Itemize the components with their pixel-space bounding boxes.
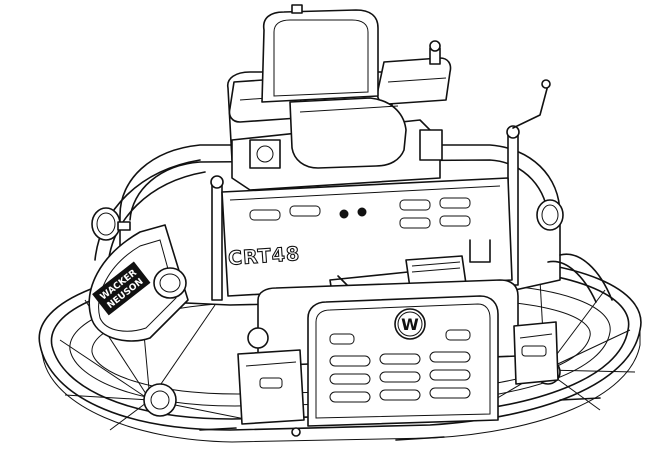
left-trowel-pan [59,289,251,431]
right-step [513,321,559,385]
left-side-panel: WACKER NEUSON [88,224,189,342]
front-bumper: W [257,279,519,427]
brand-logo-letter: W [401,315,419,334]
operator-seat [261,4,407,169]
skid-feet [199,397,601,441]
brand-logo: W [394,308,426,340]
right-work-light [536,199,564,231]
slots [329,329,471,403]
right-armrest [376,40,452,105]
left-lower-light [153,267,187,299]
left-step [237,327,305,425]
left-work-light [91,207,131,241]
